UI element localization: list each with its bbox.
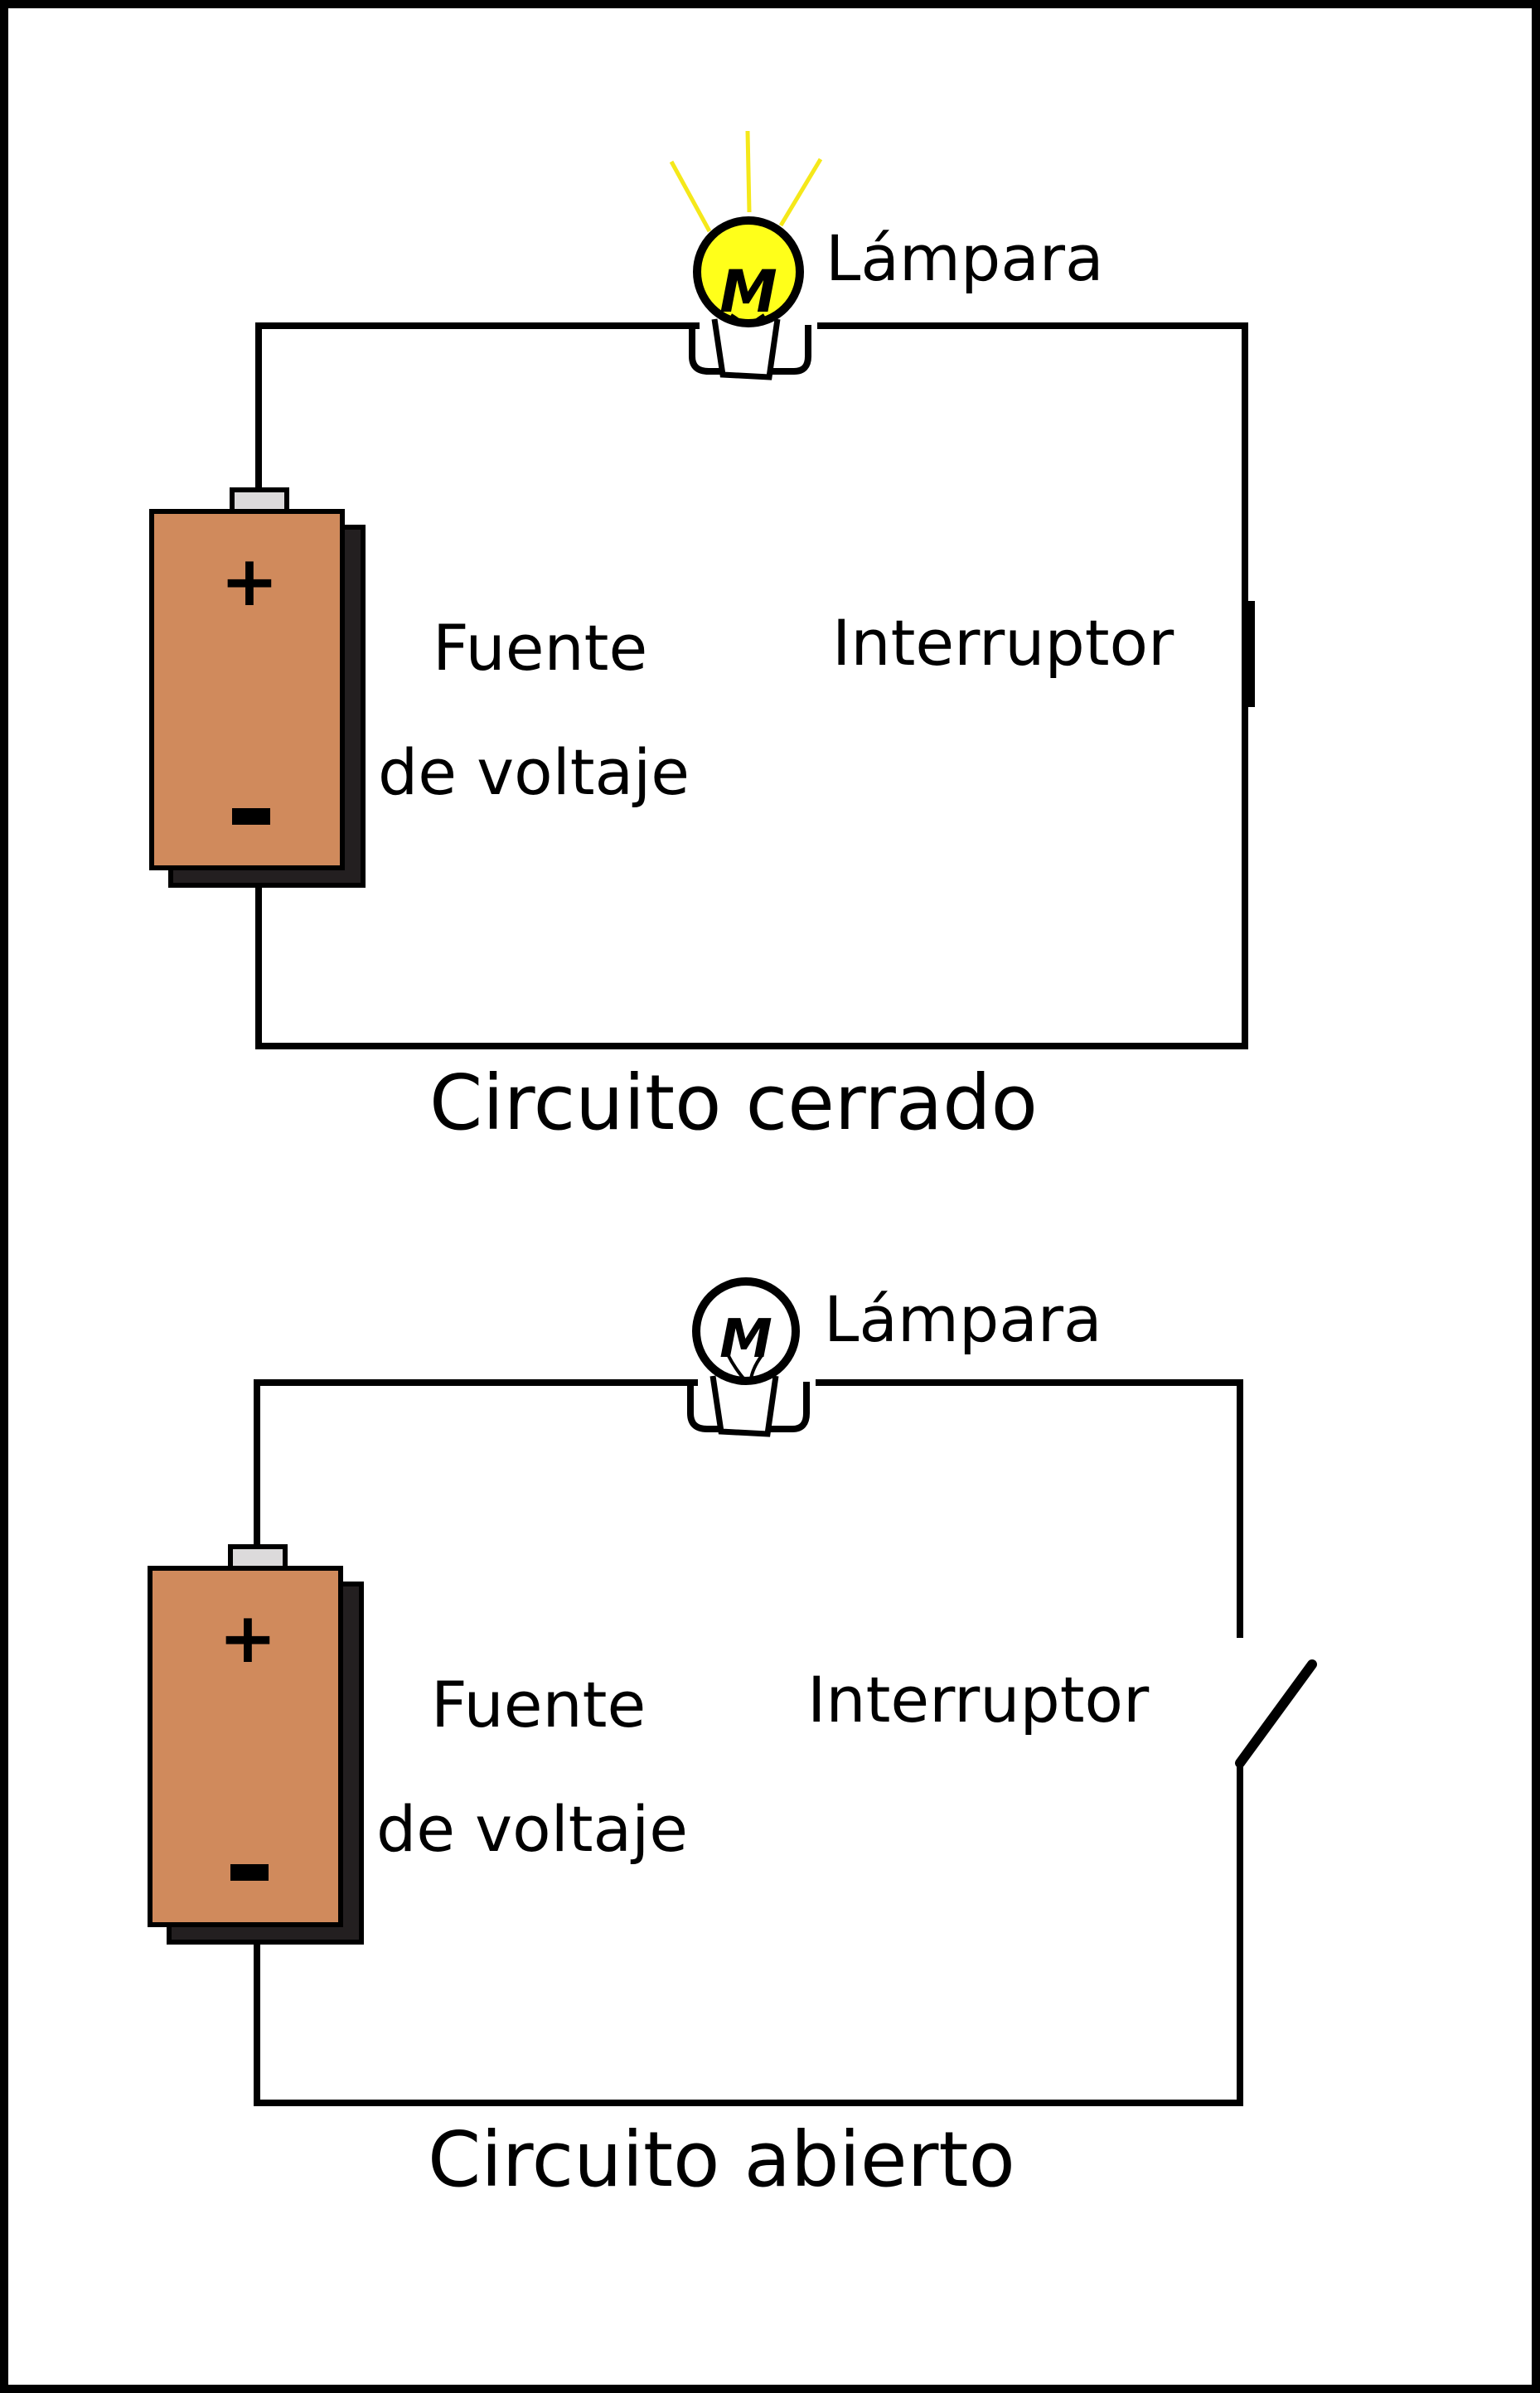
lamp-off: M [687, 1277, 810, 1437]
lamp-base [709, 1375, 779, 1437]
switch-closed [1243, 601, 1255, 707]
battery-cap [230, 487, 289, 515]
circuit-title: Circuito abierto [428, 2115, 1015, 2204]
switch-label: Interruptor [807, 1663, 1150, 1737]
battery-minus-sign [232, 808, 270, 825]
light-ray [778, 157, 823, 227]
lamp-glyph: M [719, 258, 777, 326]
switch-label: Interruptor [832, 606, 1174, 680]
source-label-line2: de voltaje [376, 1792, 688, 1866]
circuit-open: + M Lámpara Fuente de voltaje Interrupto… [148, 1277, 1317, 2204]
lamp-label: Lámpara [826, 221, 1104, 295]
lamp-bulb [693, 216, 804, 327]
circuit-title: Circuito cerrado [429, 1058, 1038, 1147]
wire-loop [254, 1379, 1243, 2106]
lamp-glyph: M [719, 1309, 772, 1370]
light-ray [745, 130, 752, 213]
battery-plus-sign: + [219, 1597, 277, 1678]
lamp-filament [729, 313, 766, 327]
source-label-line2: de voltaje [378, 735, 690, 809]
light-ray [669, 160, 712, 233]
lamp-bulb [692, 1277, 800, 1385]
battery: + [149, 487, 366, 888]
battery-body [149, 509, 345, 870]
circuit-closed: + M Lámpara Fuente de voltaje Interrupto… [149, 130, 1255, 1147]
battery: + [148, 1544, 364, 1945]
lamp-filament [726, 1353, 764, 1381]
source-label-line1: Fuente [433, 611, 647, 685]
switch-open [1235, 1659, 1317, 1768]
battery-cap [228, 1544, 288, 1572]
source-label-line1: Fuente [431, 1668, 646, 1741]
battery-minus-sign [230, 1864, 269, 1881]
lamp-base [711, 318, 781, 380]
battery-plus-sign: + [220, 540, 278, 622]
lamp-label: Lámpara [824, 1282, 1102, 1356]
lamp-lit: M [669, 130, 823, 380]
